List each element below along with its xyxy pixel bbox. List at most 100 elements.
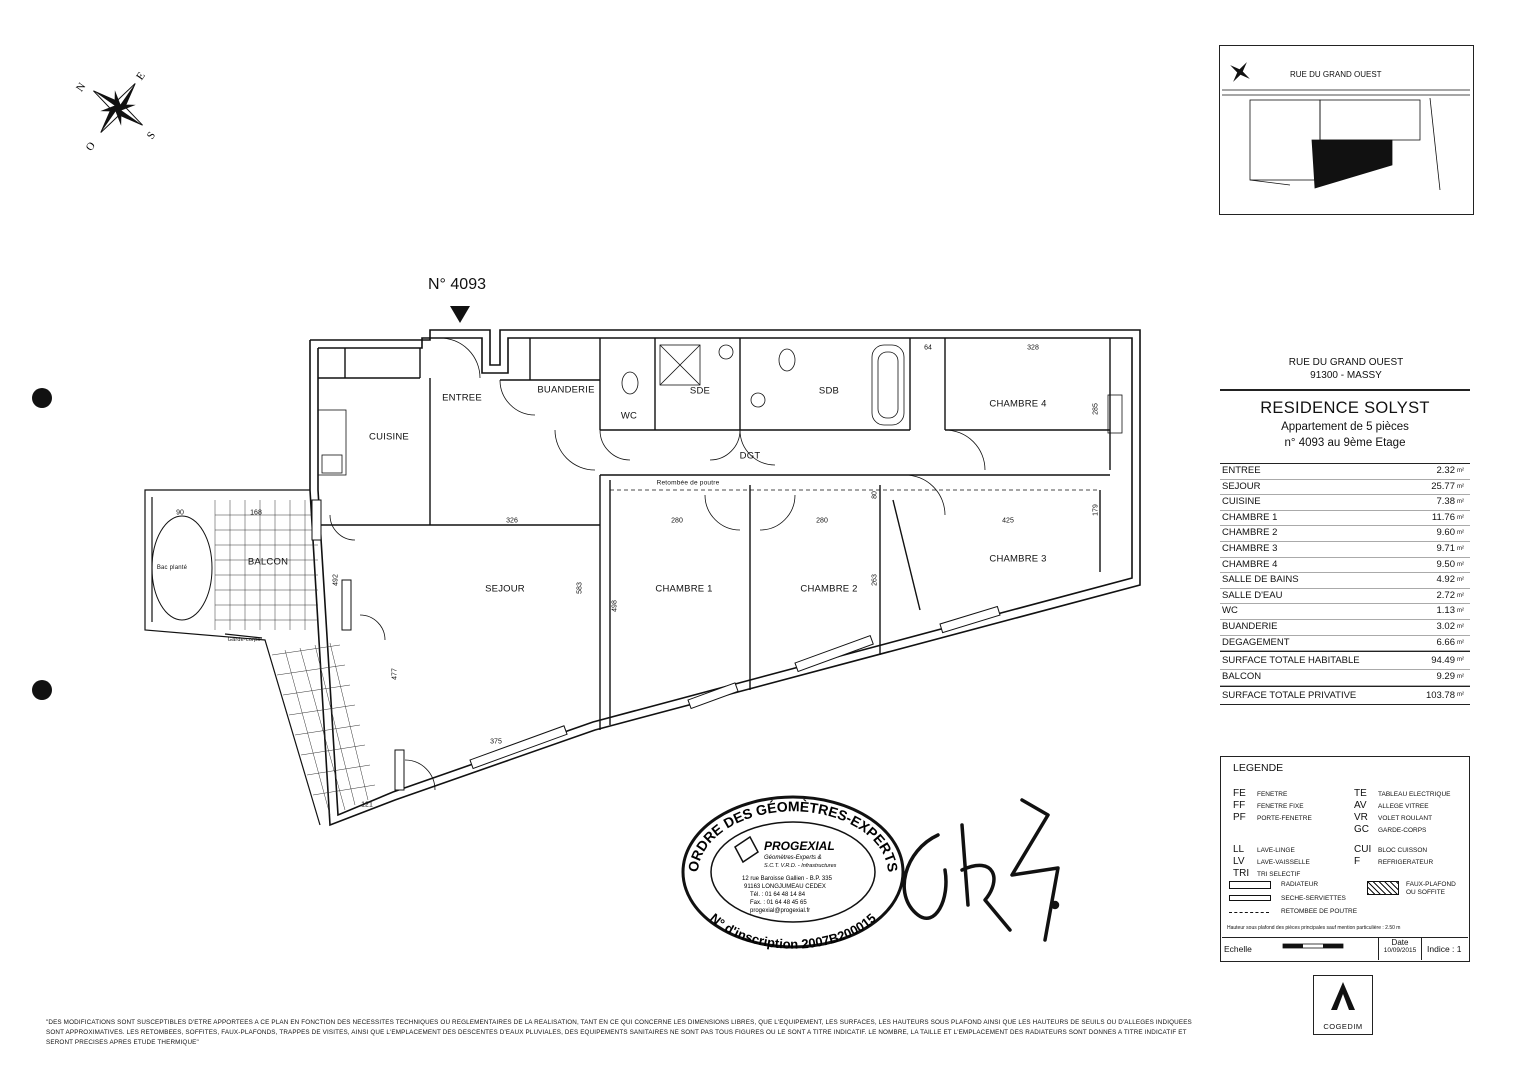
- dim-263: 263: [871, 574, 879, 586]
- cogedim-logo-icon: [1331, 982, 1355, 1010]
- faux-plafond-symbol: [1367, 881, 1399, 895]
- label-garde-corps: Garde-corps: [227, 637, 261, 643]
- disclaimer-text: "DES MODIFICATIONS SONT SUSCEPTIBLES D'E…: [46, 1019, 1192, 1046]
- stamp-addr2: 91163 LONGJUMEAU CEDEX: [744, 884, 826, 890]
- scale-bar: [1282, 943, 1344, 949]
- residence-apt-type: Appartement de 5 pièces: [1281, 421, 1409, 433]
- echelle-label: Echelle: [1224, 944, 1252, 954]
- dim-425: 425: [1002, 517, 1014, 525]
- address-street: RUE DU GRAND OUEST: [1288, 357, 1404, 368]
- dim-477: 477: [391, 668, 399, 680]
- interior-walls: [318, 338, 1111, 730]
- room-label-entree: ENTREE: [442, 392, 482, 404]
- inset-site-plan: [1222, 89, 1470, 191]
- punch-hole-top: [32, 388, 52, 408]
- legend-soffite: OU SOFFITE: [1406, 889, 1445, 896]
- dim-280a: 280: [671, 517, 683, 525]
- dim-179: 179: [1092, 504, 1100, 516]
- dim-375: 375: [490, 738, 502, 746]
- date-cell: Date 10/09/2015: [1378, 938, 1422, 960]
- punch-hole-bottom: [32, 680, 52, 700]
- inset-compass-icon: [1230, 62, 1250, 82]
- stamp-ring-top: ORDRE DES GÉOMÈTRES-EXPERTS: [685, 798, 901, 873]
- stamp-fax: Fax. : 01 64 48 45 65: [750, 900, 807, 906]
- dim-492: 492: [332, 574, 340, 586]
- stamp-tel: Tél. : 01 64 48 14 84: [750, 892, 806, 898]
- dim-64: 64: [924, 344, 932, 352]
- room-label-sdb: SDB: [818, 385, 840, 397]
- outer-walls: [309, 329, 1141, 827]
- planter-bac: [151, 515, 213, 621]
- label-bac-plante: Bac planté: [156, 565, 188, 571]
- dim-121: 121: [361, 801, 373, 809]
- seche-serviettes-symbol: [1229, 895, 1271, 901]
- legend-title: LEGENDE: [1233, 762, 1284, 774]
- indice-label: Indice : 1: [1427, 944, 1462, 954]
- room-label-wc: WC: [620, 410, 638, 422]
- room-label-chambre2: CHAMBRE 2: [800, 583, 858, 595]
- dim-285: 285: [1092, 403, 1100, 415]
- label-retombee: Retombée de poutre: [656, 479, 720, 487]
- room-label-sejour: SEJOUR: [485, 583, 525, 595]
- dim-168: 168: [250, 509, 262, 517]
- compass-e: E: [134, 70, 148, 83]
- retombee-symbol: [1229, 912, 1269, 913]
- hauteur-note: Hauteur sous plafond des pièces principa…: [1227, 925, 1401, 931]
- dim-583: 583: [576, 582, 584, 594]
- room-label-dgt: DGT: [739, 450, 761, 462]
- radiateur-symbol: [1229, 881, 1271, 889]
- stamp-line1: Géomètres-Experts &: [764, 855, 822, 861]
- stamp-email: progexial@progexial.fr: [750, 908, 810, 914]
- dim-498: 498: [611, 600, 619, 612]
- dim-326: 326: [506, 517, 518, 525]
- dim-280b: 280: [816, 517, 828, 525]
- residence-title: RESIDENCE SOLYST: [1260, 399, 1430, 417]
- balcony-tiles: [214, 500, 376, 816]
- balcony-outline: [144, 489, 321, 826]
- stamp-line2: S.C.T. V.R.D. - Infrastructures: [764, 863, 837, 869]
- address-block: RUE DU GRAND OUEST 91300 - MASSY: [1222, 356, 1470, 382]
- room-label-chambre4: CHAMBRE 4: [989, 398, 1047, 410]
- address-city: 91300 - MASSY: [1310, 370, 1382, 381]
- compass-o: O: [84, 140, 98, 153]
- legend-radiateur: RADIATEUR: [1281, 881, 1319, 888]
- cogedim-logo: COGEDIM: [1313, 975, 1373, 1035]
- dim-80: 80: [871, 491, 879, 499]
- apartment-marker-label: N° 4093: [428, 276, 486, 293]
- door-swings: [329, 337, 986, 791]
- inset-street-label: RUE DU GRAND OUEST: [1290, 70, 1382, 79]
- room-label-cuisine: CUISINE: [369, 431, 409, 443]
- fixtures: [317, 344, 1123, 476]
- entry-arrow-icon: [450, 306, 470, 323]
- stamp-addr1: 12 rue Baroisse Gallien - B.P. 335: [742, 876, 833, 882]
- room-label-sde: SDE: [689, 385, 711, 397]
- compass-n: N: [74, 81, 88, 94]
